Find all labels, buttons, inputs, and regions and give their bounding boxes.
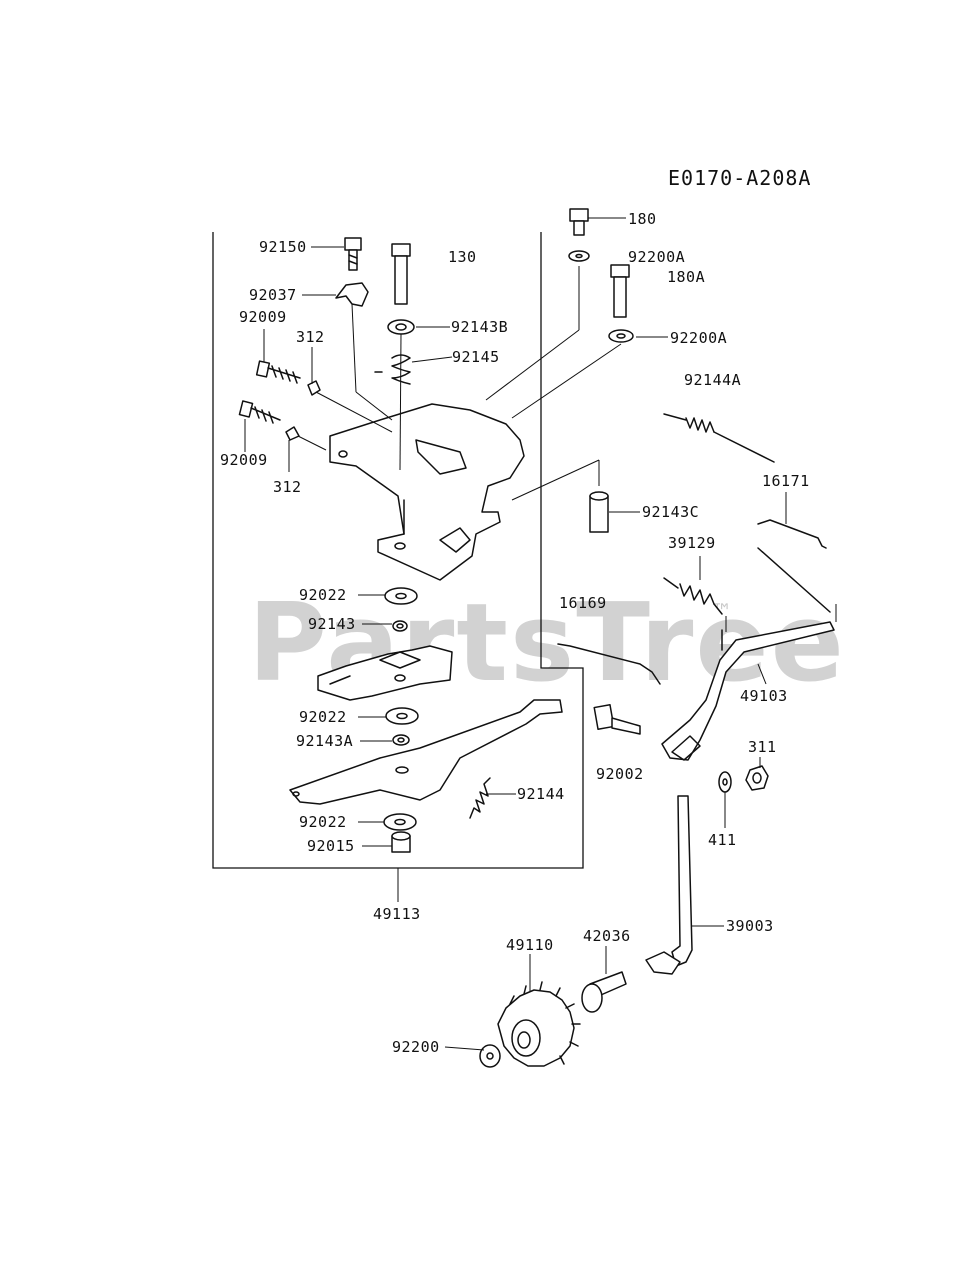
spring-92145 <box>374 354 411 385</box>
spring-92144a <box>663 413 775 463</box>
label-312-upper: 312 <box>296 328 325 346</box>
clamp-92037 <box>335 282 369 307</box>
label-49113: 49113 <box>373 905 421 923</box>
label-16171: 16171 <box>762 472 810 490</box>
washer-92200 <box>479 1044 501 1068</box>
washer-411 <box>718 771 732 793</box>
label-92009-lower: 92009 <box>220 451 268 469</box>
label-92143b: 92143B <box>451 318 508 336</box>
bolt-92002 <box>593 704 641 735</box>
label-130: 130 <box>448 248 477 266</box>
label-92200a-bolt: 92200A <box>628 248 685 266</box>
nut-311 <box>745 765 769 791</box>
watermark-trademark: ™ <box>712 599 732 623</box>
collar-92143 <box>392 620 408 632</box>
label-311: 311 <box>748 738 777 756</box>
label-180a: 180A <box>667 268 705 286</box>
label-49103: 49103 <box>740 687 788 705</box>
screw-92009-upper <box>255 360 301 384</box>
label-92037: 92037 <box>249 286 297 304</box>
label-92015: 92015 <box>307 837 355 855</box>
label-92145: 92145 <box>452 348 500 366</box>
pin-42036 <box>581 971 627 1013</box>
diagram-code: E0170-A208A <box>668 166 811 190</box>
label-92143a: 92143A <box>296 732 353 750</box>
lever-49103 <box>661 621 835 761</box>
leader-lines <box>244 217 837 1051</box>
label-39129: 39129 <box>668 534 716 552</box>
label-16169: 16169 <box>559 594 607 612</box>
control-bracket <box>329 403 525 581</box>
clip-312-lower <box>285 426 300 441</box>
label-92144a: 92144A <box>684 371 741 389</box>
spring-92144 <box>469 777 491 819</box>
nut-92015 <box>391 831 411 853</box>
label-92200a-washer: 92200A <box>670 329 727 347</box>
bolt-92200a <box>610 264 630 318</box>
spring-39129 <box>663 577 723 615</box>
label-39003: 39003 <box>726 917 774 935</box>
part-labels: 180 92150 130 92200A 180A 92037 92143B 9… <box>220 210 810 1056</box>
label-92150: 92150 <box>259 238 307 256</box>
bolt-130 <box>391 243 411 305</box>
shaft-39003 <box>645 795 693 975</box>
label-312-lower: 312 <box>273 478 302 496</box>
screw-92009-lower <box>238 400 281 424</box>
bolt-92150 <box>344 237 362 271</box>
label-92143c: 92143C <box>642 503 699 521</box>
link-rod-16171 <box>757 519 831 613</box>
label-92022-3: 92022 <box>299 813 347 831</box>
label-92009-upper: 92009 <box>239 308 287 326</box>
washer-92022-2 <box>385 707 419 725</box>
label-92022-2: 92022 <box>299 708 347 726</box>
collar-92143a <box>392 734 410 746</box>
label-411: 411 <box>708 831 737 849</box>
clip-312-upper <box>307 380 321 396</box>
label-92143: 92143 <box>308 615 356 633</box>
label-92002: 92002 <box>596 765 644 783</box>
assembly-box-49113 <box>212 232 584 869</box>
label-92144: 92144 <box>517 785 565 803</box>
collar-92143b <box>387 319 415 335</box>
governor-lever <box>289 699 563 805</box>
washer-92022-3 <box>383 813 417 831</box>
label-92200: 92200 <box>392 1038 440 1056</box>
label-49110: 49110 <box>506 936 554 954</box>
label-180: 180 <box>628 210 657 228</box>
governor-plate <box>317 645 453 701</box>
washer-92200a <box>608 329 634 343</box>
collar-92143c <box>589 491 609 533</box>
label-42036: 42036 <box>583 927 631 945</box>
bolt-180 <box>568 208 590 262</box>
washer-92022-1 <box>384 587 418 605</box>
gear-49110 <box>497 981 581 1067</box>
link-16169 <box>557 643 661 685</box>
label-92022-1: 92022 <box>299 586 347 604</box>
